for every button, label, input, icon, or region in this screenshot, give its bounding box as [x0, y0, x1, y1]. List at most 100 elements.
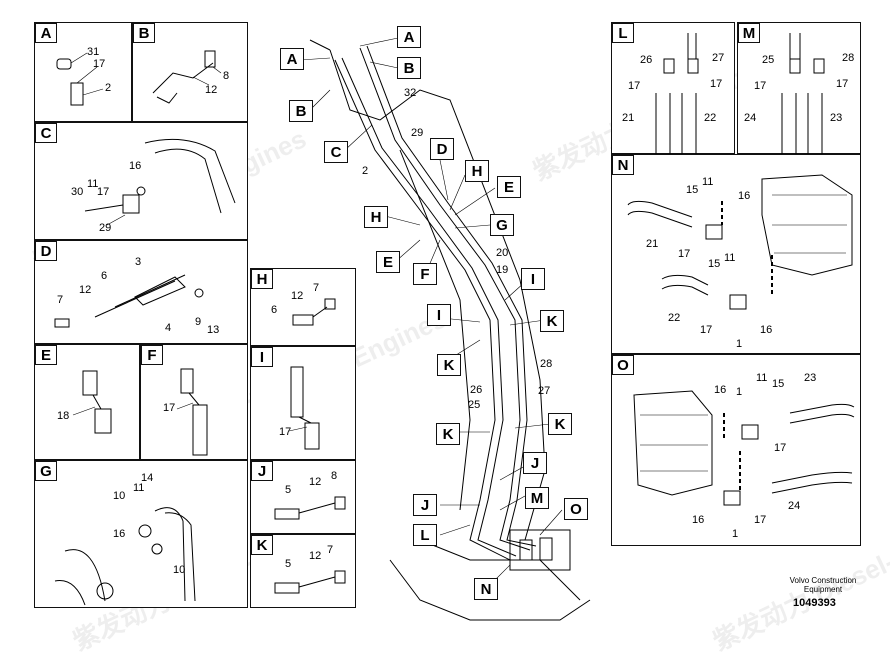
- callout-5: 5: [285, 484, 292, 496]
- callout-17: 17: [754, 80, 767, 92]
- panel-l-label: L: [612, 23, 634, 43]
- panel-g-label: G: [35, 461, 57, 481]
- callout-12: 12: [205, 84, 218, 96]
- callout-16: 16: [714, 384, 727, 396]
- main-tag-k4: K: [548, 413, 572, 435]
- main-tag-e: E: [497, 176, 521, 198]
- panel-d-label: D: [35, 241, 57, 261]
- callout-8: 8: [331, 470, 338, 482]
- main-tag-a: A: [280, 48, 304, 70]
- panel-m-drawing: [781, 33, 825, 155]
- main-tag-j2: J: [413, 494, 437, 516]
- panel-l-drawing: [655, 33, 699, 155]
- callout-17b: 17: [754, 514, 767, 526]
- callout-7: 7: [57, 294, 64, 306]
- callout-29: 29: [99, 222, 112, 234]
- footer-line1: Volvo Construction: [789, 576, 857, 585]
- callout-4: 4: [165, 322, 172, 334]
- callout-17: 17: [628, 80, 641, 92]
- panel-o-label: O: [612, 355, 634, 375]
- callout-15b: 15: [708, 258, 721, 270]
- panel-h-drawing: [292, 298, 336, 326]
- callout-8: 8: [223, 70, 230, 82]
- main-tag-i: I: [521, 268, 545, 290]
- panel-g: G 14 11 10 16 10: [34, 460, 248, 608]
- callout-30: 30: [71, 186, 84, 198]
- callout-23: 23: [804, 372, 817, 384]
- panel-d: D 3 6 12 7 4 9 13: [34, 240, 248, 344]
- main-tag-k3: K: [436, 423, 460, 445]
- callout-17: 17: [774, 442, 787, 454]
- callout-12: 12: [309, 550, 322, 562]
- watermark-cn: 紫发动力: [708, 585, 816, 657]
- callout-22: 22: [704, 112, 717, 124]
- panel-n-label: N: [612, 155, 634, 175]
- callout-17: 17: [163, 402, 176, 414]
- callout-18: 18: [57, 410, 70, 422]
- callout-25: 25: [762, 54, 775, 66]
- panel-j: J 8 12 5: [250, 460, 356, 534]
- document-number: 1049393: [793, 597, 836, 609]
- callout-17: 17: [279, 426, 292, 438]
- callout-1: 1: [736, 338, 743, 350]
- callout-5: 5: [285, 558, 292, 570]
- callout-24: 24: [788, 500, 801, 512]
- callout-27: 27: [712, 52, 725, 64]
- callout-16b: 16: [760, 324, 773, 336]
- main-tag-c: C: [324, 141, 348, 163]
- callout-1: 1: [736, 386, 743, 398]
- main-tag-j: J: [523, 452, 547, 474]
- main-tag-l: L: [413, 524, 437, 546]
- main-tag-h2: H: [364, 206, 388, 228]
- panel-m: M 25 28 17 17 24 23: [737, 22, 861, 155]
- panel-j-drawing: [274, 496, 346, 520]
- panel-l: L 26 27 17 17 21 22: [611, 22, 735, 155]
- main-tag-k: K: [540, 310, 564, 332]
- callout-21: 21: [622, 112, 635, 124]
- callout-11: 11: [133, 482, 145, 494]
- callout-16b: 16: [692, 514, 705, 526]
- callout-17b: 17: [836, 78, 849, 90]
- callout-11: 11: [702, 176, 714, 188]
- callout-12: 12: [309, 476, 322, 488]
- callout-12: 12: [79, 284, 92, 296]
- callout-15: 15: [772, 378, 785, 390]
- main-tag-b: B: [289, 100, 313, 122]
- callout-12: 12: [291, 290, 304, 302]
- callout-17b: 17: [710, 78, 723, 90]
- panel-c-drawing: [84, 138, 236, 226]
- panel-n-drawing: [627, 174, 853, 310]
- callout-7: 7: [327, 544, 334, 556]
- callout-7: 7: [313, 282, 320, 294]
- callout-17b: 17: [700, 324, 713, 336]
- footer-line2: Equipment: [803, 585, 843, 594]
- panel-h: H 12 7 6: [250, 268, 356, 346]
- panel-e-drawing: [72, 370, 112, 434]
- panel-e-label: E: [35, 345, 57, 365]
- panel-a-drawing: [56, 52, 104, 106]
- callout-1b: 1: [732, 528, 739, 540]
- callout-10: 10: [113, 490, 126, 502]
- main-tag-a2: A: [397, 26, 421, 48]
- main-callout-28: 28: [540, 358, 553, 370]
- callout-16: 16: [129, 160, 142, 172]
- callout-26: 26: [640, 54, 653, 66]
- callout-21: 21: [646, 238, 659, 250]
- callout-9: 9: [195, 316, 202, 328]
- panel-o-drawing: [633, 390, 855, 506]
- panel-i: I 17: [250, 346, 356, 460]
- panel-j-label: J: [251, 461, 273, 481]
- panel-f-drawing: [176, 368, 208, 456]
- panel-a: A 31 17 2: [34, 22, 132, 122]
- callout-17: 17: [93, 58, 106, 70]
- main-tag-i2: I: [427, 304, 451, 326]
- main-callout-25: 25: [468, 399, 481, 411]
- callout-11: 11: [756, 372, 768, 384]
- panel-h-label: H: [251, 269, 273, 289]
- panel-k-label: K: [251, 535, 273, 555]
- panel-b-drawing: [152, 50, 222, 104]
- panel-i-label: I: [251, 347, 273, 367]
- panel-k: K 12 7 5: [250, 534, 356, 608]
- callout-16: 16: [113, 528, 126, 540]
- main-callout-27: 27: [538, 385, 551, 397]
